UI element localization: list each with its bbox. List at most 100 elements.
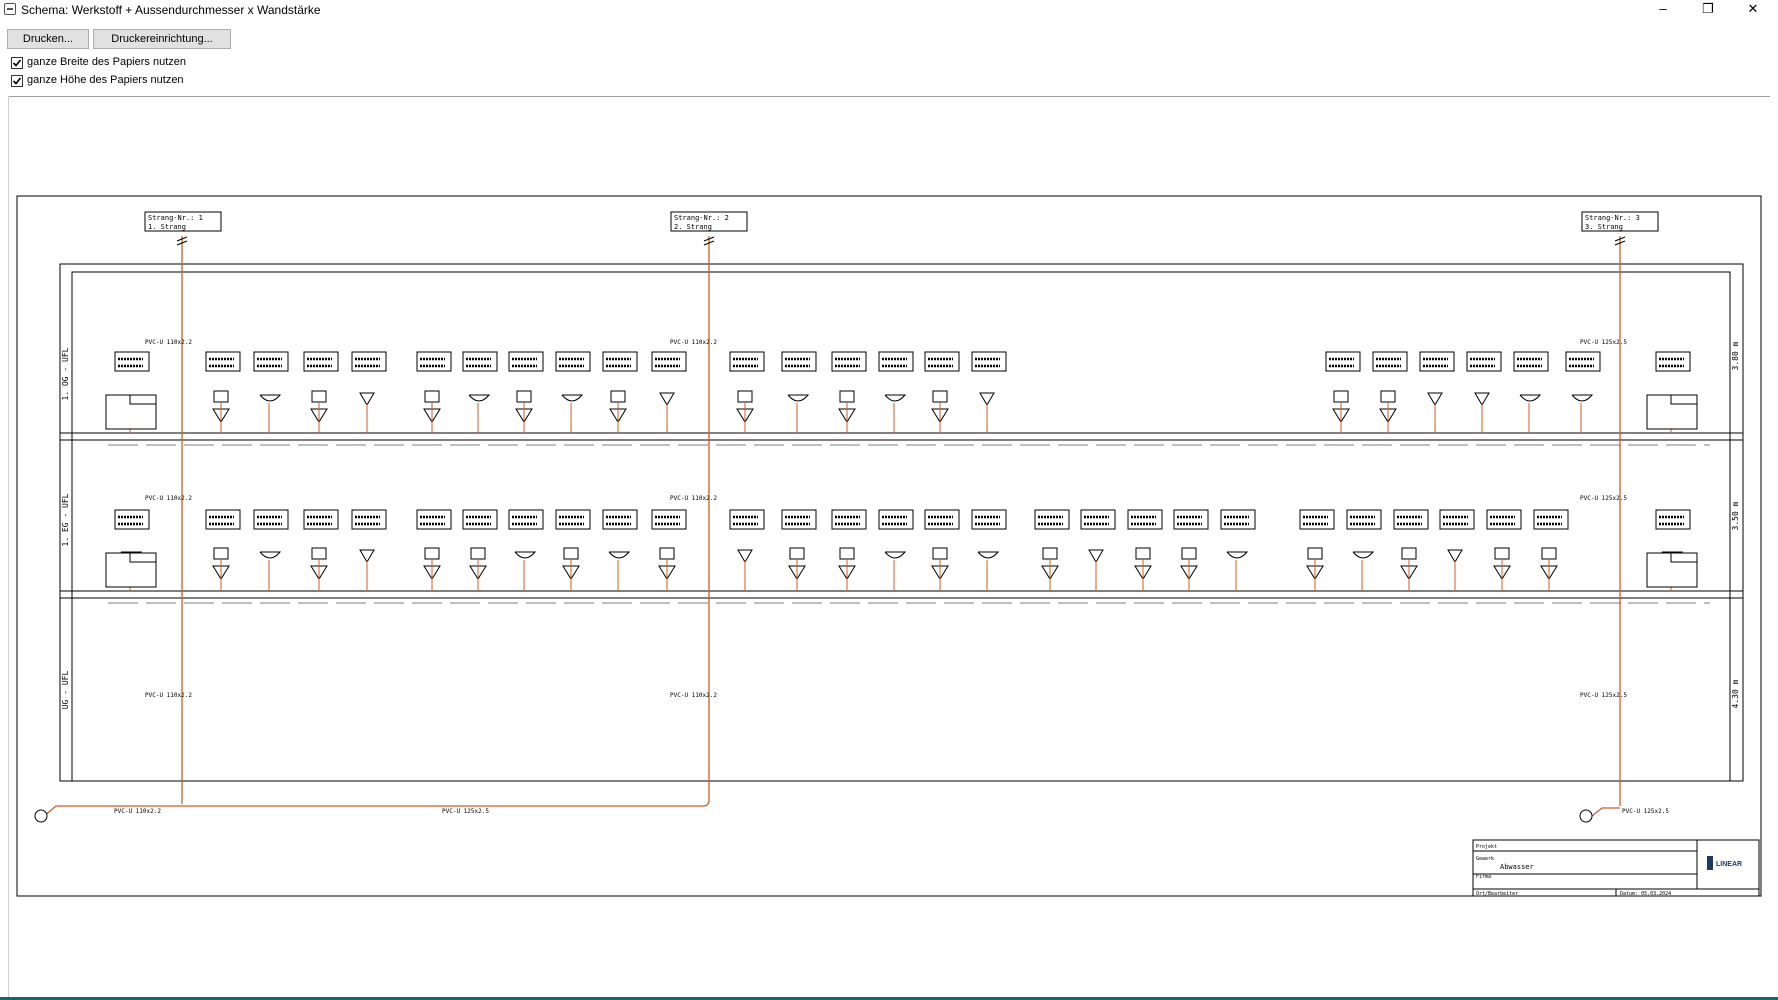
fixture-label-box (651, 509, 687, 530)
fixture-label-box (555, 351, 591, 372)
riser-2-label: PVC-U 110x2.2 (670, 495, 717, 502)
cleanout-icon (34, 809, 48, 823)
fixture-label-box (971, 351, 1007, 372)
washbasin-icon (468, 394, 491, 402)
washbasin-icon (884, 394, 907, 402)
washbasin-icon (259, 394, 282, 402)
base-pipe-1-label: PVC-U 110x2.2 (114, 808, 161, 815)
floor-2-height: 3.50 m (1731, 501, 1740, 530)
toilet-icon (979, 392, 995, 406)
strand-1-name: 1. Strang (148, 223, 186, 231)
fixture-label-box (729, 351, 765, 372)
floor-drain-icon (839, 390, 855, 403)
base-pipe-3-label: PVC-U 125x2.5 (1622, 808, 1669, 815)
fixture-label-box (781, 509, 817, 530)
floor-3-label: UG - UFL (61, 671, 70, 710)
washbasin-icon (1226, 551, 1249, 559)
fixture-label-box (1533, 509, 1569, 530)
floor-3-height: 4.30 m (1731, 679, 1740, 708)
checkmark-icon (12, 77, 22, 85)
washbasin-icon (787, 394, 810, 402)
separator (8, 96, 1770, 97)
title-firma-label: Firma (1476, 874, 1491, 880)
washbasin-icon (514, 551, 537, 559)
minimize-button[interactable]: – (1659, 1, 1667, 16)
fixture-label-box (416, 509, 452, 530)
floor-drain-icon (1401, 547, 1417, 560)
fixture-label-box (1466, 351, 1502, 372)
washbasin-icon (1519, 394, 1542, 402)
floor-drain-icon (311, 390, 327, 403)
floor-drain-icon (737, 390, 753, 403)
fixture-label-box (114, 509, 150, 530)
fixture-label-box (1393, 509, 1429, 530)
fixture-label-box (416, 351, 452, 372)
base-pipe-2-label: PVC-U 125x2.5 (442, 808, 489, 815)
fixture-label-box (781, 351, 817, 372)
fixture-label-box (831, 351, 867, 372)
fixture-label-box (1513, 351, 1549, 372)
fixture-label-box (971, 509, 1007, 530)
strand-2-name: 2. Strang (674, 223, 712, 231)
close-button[interactable]: ✕ (1747, 1, 1759, 16)
fixture-label-box (924, 509, 960, 530)
maximize-button[interactable]: ❐ (1702, 1, 1714, 16)
floor-1-height: 3.80 m (1731, 341, 1740, 370)
full-width-checkbox[interactable] (11, 57, 23, 69)
title-bar: Schema: Werkstoff + Aussendurchmesser x … (0, 0, 1778, 20)
floor-drain-icon (1135, 547, 1151, 560)
fixture-label-box (924, 351, 960, 372)
floor-drain-icon (1042, 547, 1058, 560)
fixture-label-box (1372, 351, 1408, 372)
fixture-label-box (114, 351, 150, 372)
fixture-label-box (351, 509, 387, 530)
logo-icon (1707, 856, 1713, 870)
fixture-label-box (1173, 509, 1209, 530)
floor-drain-icon (516, 390, 532, 403)
title-gewerk-label: Gewerk (1476, 856, 1494, 862)
floor-1-label: 1. OG - UFL (61, 347, 70, 400)
fixture-label-box (602, 351, 638, 372)
toilet-icon (1427, 392, 1443, 406)
floor-drain-icon (932, 547, 948, 560)
fixture-label-box (1346, 509, 1382, 530)
fixture-label-box (351, 351, 387, 372)
floor-drain-icon (213, 390, 229, 403)
printer-setup-button[interactable]: Druckereinrichtung... (93, 29, 231, 49)
fixture-label-box (878, 509, 914, 530)
floor-drain-icon (1333, 390, 1349, 403)
title-ort-label: Ort/Bearbeiter (1476, 891, 1518, 897)
floor-drain-icon (424, 547, 440, 560)
floor-drain-icon (610, 390, 626, 403)
fixture-label-box (1127, 509, 1163, 530)
strand-3-box: Strang-Nr.: 3 3. Strang (1581, 211, 1659, 232)
riser-2-label: PVC-U 110x2.2 (670, 339, 717, 346)
riser-marks (176, 236, 1626, 246)
toilet-icon (659, 392, 675, 406)
fixture-label-box (253, 509, 289, 530)
logo-text: LINEAR (1716, 861, 1742, 868)
title-gewerk-value: Abwasser (1500, 863, 1534, 871)
toilet-icon (1447, 549, 1463, 563)
fixture-label-box (602, 509, 638, 530)
window-title: Schema: Werkstoff + Aussendurchmesser x … (21, 3, 321, 17)
full-height-checkbox[interactable] (11, 75, 23, 87)
fixture-label-box (1419, 351, 1455, 372)
fixture-label-box (1299, 509, 1335, 530)
fixture-label-box (462, 351, 498, 372)
fixture-label-box (303, 509, 339, 530)
fixture-label-box (1325, 351, 1361, 372)
fixture-label-box (508, 509, 544, 530)
fixture-label-box (1486, 509, 1522, 530)
floor-drain-icon (1380, 390, 1396, 403)
print-button[interactable]: Drucken... (7, 29, 89, 49)
riser-3-label: PVC-U 125x2.5 (1580, 692, 1627, 699)
washbasin-icon (1571, 394, 1594, 402)
toilet-icon (1088, 549, 1104, 563)
riser-pipes (43, 236, 1621, 817)
floor-drain-icon (213, 547, 229, 560)
floor-drain-icon (1541, 547, 1557, 560)
fixture-label-box (303, 351, 339, 372)
floor-drain-icon (1181, 547, 1197, 560)
